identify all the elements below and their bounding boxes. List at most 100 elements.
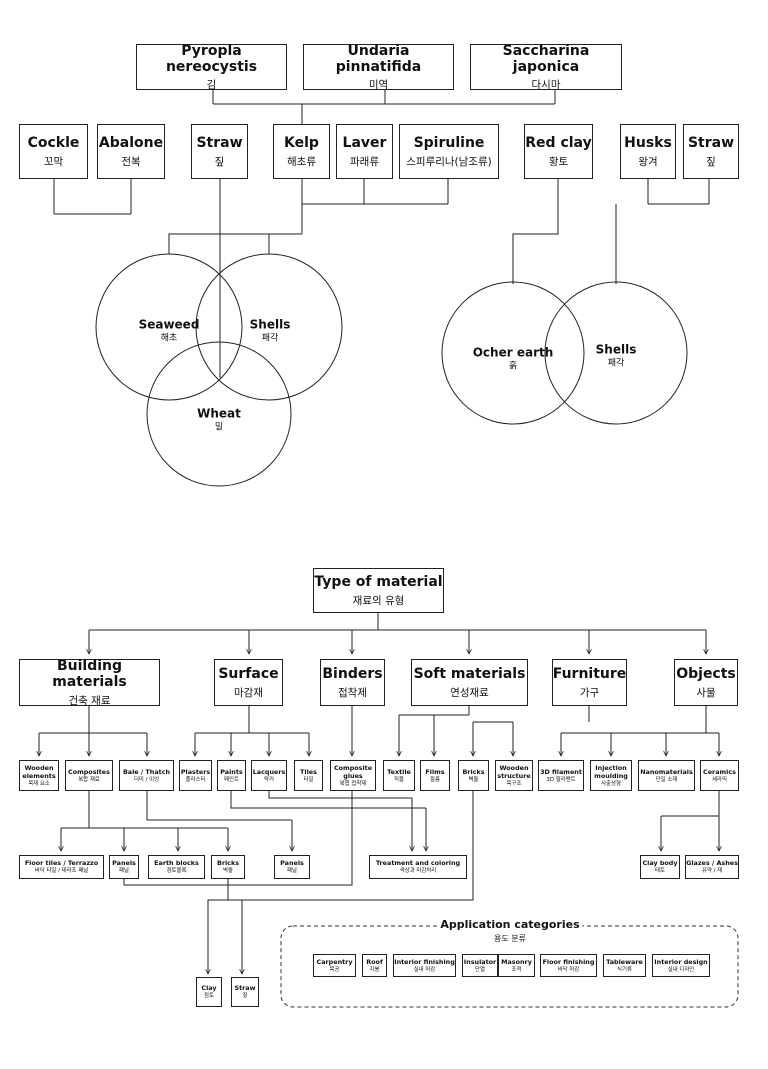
category-label-ko: 사물 xyxy=(696,686,716,699)
node-label-ko: 태토 xyxy=(655,868,665,875)
category-label-ko: 가구 xyxy=(579,686,600,699)
source-label: Straw xyxy=(196,135,243,152)
app-label-ko: 실내 마감 xyxy=(413,966,436,973)
sub-label-ko: 더미 / 이엉 xyxy=(133,776,160,783)
sub-label: Injection moulding xyxy=(594,763,628,780)
category-label-ko: 건축 재료 xyxy=(68,694,111,707)
source-label-ko: 짚 xyxy=(214,155,225,168)
circle-label: Seaweed xyxy=(138,317,200,332)
category-label-ko: 접착제 xyxy=(338,686,367,699)
sub-label: Films xyxy=(425,767,445,776)
node-label-ko: 유약 / 재 xyxy=(701,868,723,875)
sub-label: Nanomaterials xyxy=(640,767,693,776)
app-label: Interior finishing xyxy=(394,957,455,966)
application-title-ko: 용도 분류 xyxy=(494,933,526,943)
category-label-ko: 연성재료 xyxy=(450,686,489,699)
application-title: Application categories xyxy=(440,918,580,931)
sub-label: Plasters xyxy=(180,767,211,776)
app-label: Roof xyxy=(366,957,383,966)
app-label-ko: 실내 디자인 xyxy=(667,966,695,973)
app-label-ko: 조적 xyxy=(511,966,522,973)
source-label-ko: 짚 xyxy=(706,155,716,168)
node-label: Panels xyxy=(112,859,136,868)
sub-label-ko: 필름 xyxy=(430,776,440,783)
circle-label: Wheat xyxy=(197,406,241,421)
source-label: Abalone xyxy=(98,135,164,152)
category-label: Binders xyxy=(322,666,383,683)
sub-label: Tiles xyxy=(300,767,317,776)
app-label: Tableware xyxy=(606,957,643,966)
source-label-ko: 황토 xyxy=(548,155,569,168)
circle-label-ko: 해초 xyxy=(160,333,178,344)
sub-label: Paints xyxy=(220,767,243,776)
node-label-ko: 점토 xyxy=(204,993,214,1000)
species-label: Undaria pinnatifida xyxy=(335,42,422,75)
app-label-ko: 목공 xyxy=(329,966,340,973)
node-label-ko: 짚 xyxy=(242,993,248,1000)
category-label: Surface xyxy=(218,666,279,683)
sub-label-ko: 락커 xyxy=(264,776,274,783)
circle-label-ko: 밀 xyxy=(214,422,224,433)
app-label-ko: 지붕 xyxy=(369,966,380,973)
source-straw: Straw 짚 xyxy=(191,124,248,179)
category-label-ko: 마감재 xyxy=(234,686,263,699)
sub-label-ko: 목재 요소 xyxy=(28,780,50,787)
circle-label-ko: 패각 xyxy=(607,358,625,369)
sub-label-ko: 벽돌 xyxy=(468,776,479,783)
node-label-ko: 점토블록 xyxy=(166,868,187,875)
source-label-ko: 파래류 xyxy=(350,155,379,168)
source-label: Husks xyxy=(624,135,672,152)
sub-label-ko: 목구조 xyxy=(506,780,522,787)
circle-label: Ocher earth xyxy=(472,345,554,360)
sub-label: Ceramics xyxy=(703,767,736,776)
sub-label-ko: 복합 접착제 xyxy=(339,780,367,787)
source-label: Red clay xyxy=(525,135,592,152)
sub-label: Wooden elements xyxy=(22,763,56,780)
node-label: Clay body xyxy=(642,859,678,868)
app-label-ko: 식기류 xyxy=(617,966,632,973)
node-label: Floor tiles / Terrazzo xyxy=(24,859,99,868)
sub-label: Bricks xyxy=(462,767,485,776)
sub-label-ko: 타일 xyxy=(303,776,314,783)
category-binders: Binders 접착제 xyxy=(320,659,385,706)
circle-label: Shells xyxy=(595,342,637,357)
species-label-ko: 미역 xyxy=(368,79,389,92)
source-red-clay: Red clay 황토 xyxy=(524,124,593,179)
app-label-ko: 바닥 마감 xyxy=(557,966,580,973)
node-label-ko: 패널 xyxy=(119,868,129,875)
species-undaria: Undaria pinnatifida 미역 xyxy=(303,42,454,92)
app-label: Insulator xyxy=(463,957,497,966)
species-label: Saccharina japonica xyxy=(502,42,590,75)
node-label-ko: 벽돌 xyxy=(223,868,233,875)
sub-label-ko: 세라믹 xyxy=(712,776,727,783)
root-label-ko: 재료의 유형 xyxy=(352,594,405,607)
